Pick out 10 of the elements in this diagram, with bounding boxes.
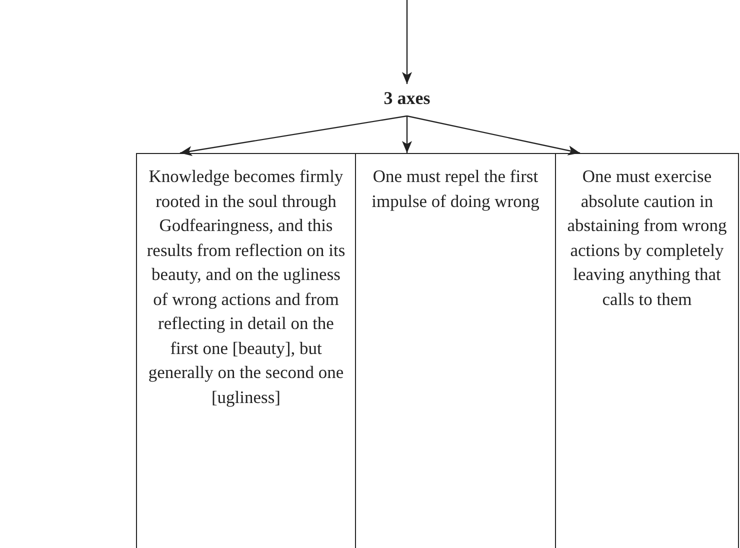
column-text: Knowledge becomes firmly rooted in the soul through Godfearingness, and this results from reflection on its beauty, and on the ugliness of wrong actions and from reflecting in detail on the first one [beauty], but generally on the second one [ugliness]	[146, 165, 346, 409]
text-column	[136, 153, 356, 548]
arrow	[406, 115, 580, 156]
arrow	[402, 116, 412, 153]
column-text: One must repel the first impulse of doing wrong	[370, 165, 540, 213]
text-column	[555, 153, 739, 548]
arrow	[402, 0, 412, 84]
heading-label: 3 axes	[382, 88, 432, 109]
arrow	[180, 115, 408, 156]
column-text: One must exercise absolute caution in abstaining from wrong actions by completely leaving anything that calls to them	[566, 165, 728, 310]
